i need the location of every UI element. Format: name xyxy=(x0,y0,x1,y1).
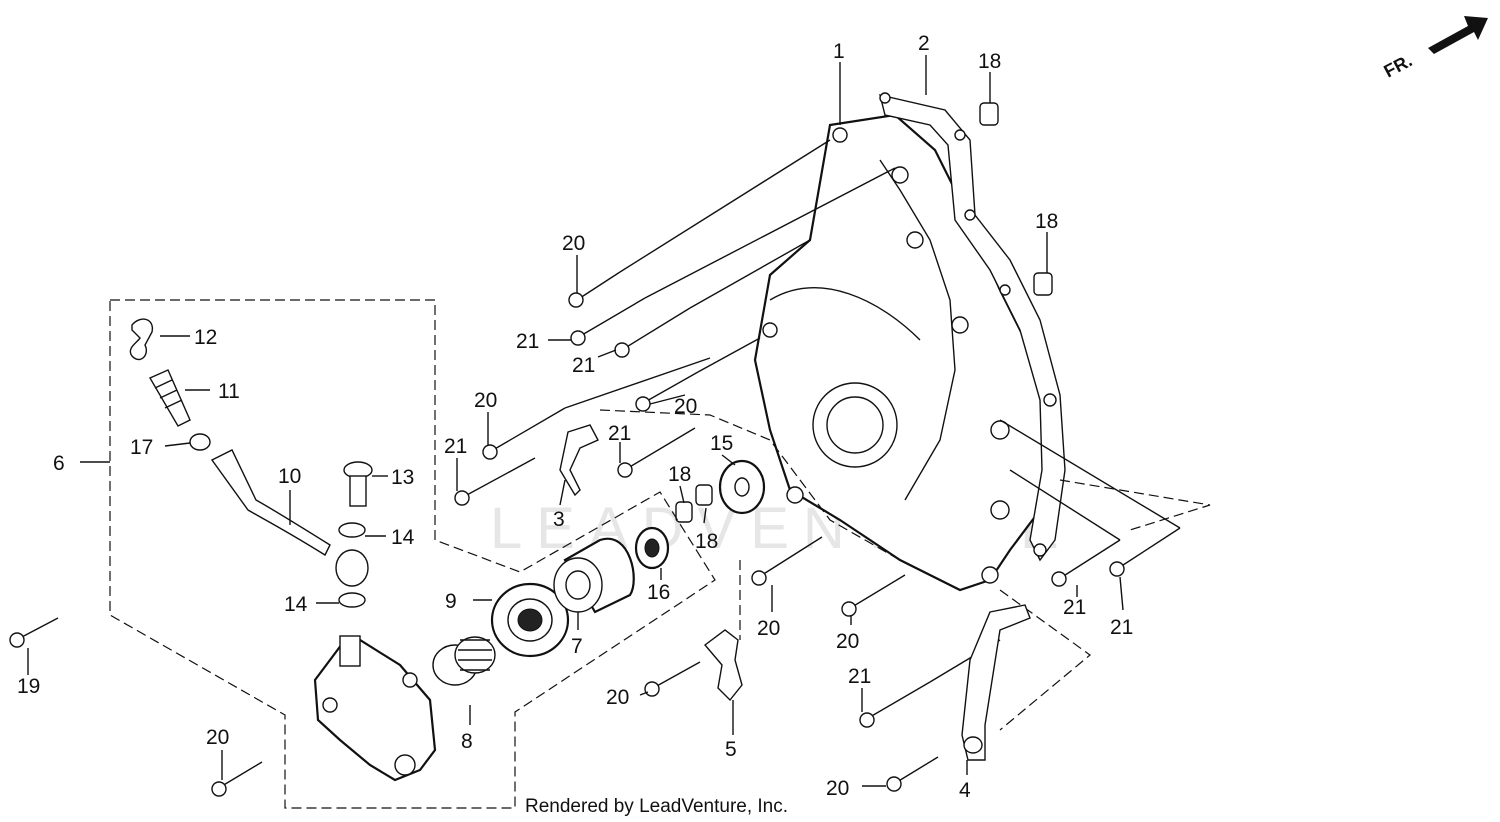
water-pump-cover xyxy=(313,635,437,782)
dowel-pin xyxy=(695,484,713,506)
dowel-pin xyxy=(675,501,693,523)
ball-bearing-small xyxy=(634,526,670,570)
callout-label: 21 xyxy=(444,435,467,458)
callout-label: 20 xyxy=(826,777,849,800)
callout-label: 6 xyxy=(53,452,65,475)
callout-label: 1 xyxy=(833,40,845,63)
dowel-pin xyxy=(1033,272,1053,296)
group-outline xyxy=(1059,479,1211,531)
callout-label: 21 xyxy=(516,330,539,353)
water-pump-group-outline xyxy=(109,299,716,809)
callout-label: 21 xyxy=(1110,616,1133,639)
callout-label: 2 xyxy=(918,32,930,55)
water-pump-impeller xyxy=(553,537,635,614)
dowel-pin xyxy=(979,102,999,126)
callout-leader-lines xyxy=(27,55,1124,787)
callout-label: 18 xyxy=(668,463,691,486)
hose-clamp-clip xyxy=(559,424,599,497)
group-outline xyxy=(599,409,901,561)
water-hose xyxy=(210,449,331,557)
callout-label: 15 xyxy=(710,432,733,455)
o-ring xyxy=(189,433,211,451)
callout-label: 19 xyxy=(17,675,40,698)
callout-label: 21 xyxy=(1063,596,1086,619)
callout-label: 18 xyxy=(978,50,1001,73)
thrust-washer xyxy=(718,459,766,515)
callout-label: 12 xyxy=(194,326,217,349)
callout-label: 20 xyxy=(757,617,780,640)
callout-label: 20 xyxy=(674,395,697,418)
callout-label: 4 xyxy=(959,779,971,802)
callout-label: 20 xyxy=(562,232,585,255)
callout-label: 14 xyxy=(284,593,308,616)
callout-label: 17 xyxy=(130,436,153,459)
callout-label: 20 xyxy=(836,630,859,653)
callout-label: 18 xyxy=(1035,210,1058,233)
front-label: FR. xyxy=(1380,50,1415,81)
ball-bearing xyxy=(490,582,570,658)
flange-bolts xyxy=(9,271,1181,797)
callout-label: 13 xyxy=(391,466,414,489)
banjo-fitting xyxy=(335,549,369,587)
callout-label: 18 xyxy=(695,530,718,553)
hose-clamp xyxy=(129,318,154,361)
callout-label: 10 xyxy=(278,465,301,488)
arrow-front-icon xyxy=(1428,16,1488,54)
callout-labels: 1 2 18 18 20 21 21 20 20 21 21 3 15 18 1… xyxy=(17,32,1133,802)
callout-label: 3 xyxy=(553,508,565,531)
callout-label: 21 xyxy=(608,422,631,445)
callout-label: 11 xyxy=(218,380,240,403)
sealing-washer xyxy=(338,592,366,608)
callout-label: 21 xyxy=(848,665,871,688)
render-credit: Rendered by LeadVenture, Inc. xyxy=(525,796,788,817)
callout-label: 5 xyxy=(725,738,737,761)
callout-label: 20 xyxy=(606,686,629,709)
pipe-fitting xyxy=(149,369,191,427)
sealing-bolt xyxy=(343,461,373,507)
sealing-washer xyxy=(338,522,366,538)
callout-label: 8 xyxy=(461,730,473,753)
callout-label: 16 xyxy=(647,581,670,604)
cable-bracket xyxy=(961,604,1031,761)
cover-gasket xyxy=(879,92,1066,562)
callout-label: 9 xyxy=(445,590,457,613)
front-direction-indicator: FR. xyxy=(1380,16,1488,82)
callout-label: 21 xyxy=(572,354,595,377)
group-outline xyxy=(999,589,1091,731)
mechanical-seal xyxy=(454,636,496,674)
cable-clip xyxy=(703,629,743,702)
callout-label: 20 xyxy=(474,389,497,412)
callout-label: 14 xyxy=(391,526,415,549)
callout-label: 7 xyxy=(571,635,583,658)
callout-label: 20 xyxy=(206,726,229,749)
